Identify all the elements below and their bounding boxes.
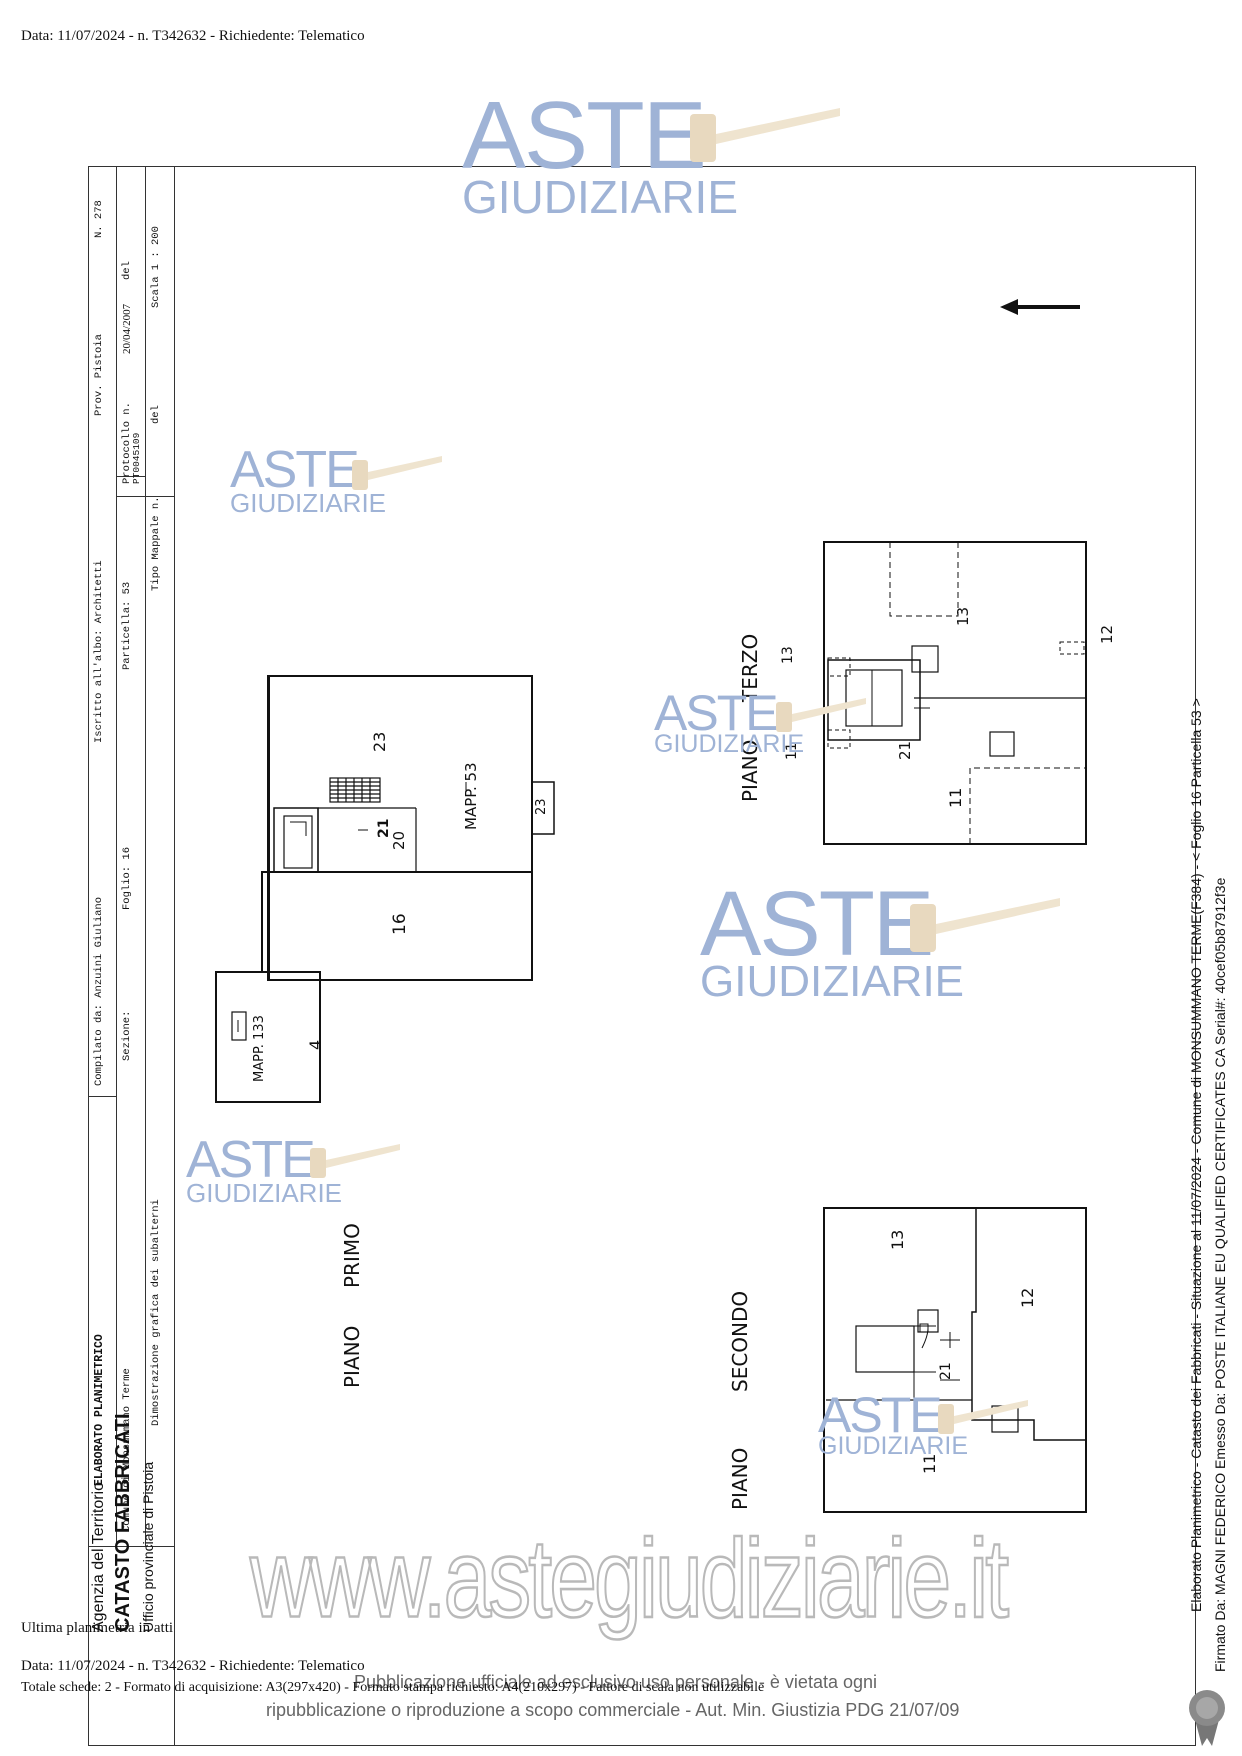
watermark-notice-1: Pubblicazione ufficiale ad esclusivo uso… — [354, 1672, 877, 1692]
primo-sub-20: 20 — [390, 830, 408, 850]
cartiglio-particella: Particella: 53 — [121, 581, 133, 670]
gavel-icon — [776, 698, 866, 732]
gavel-icon — [938, 1400, 1028, 1434]
gavel-icon — [310, 1144, 400, 1178]
cartiglio-title: ELABORATO PLANIMETRICO — [93, 1334, 106, 1486]
cartiglio-iscritto: Iscritto all'albo: Architetti — [93, 560, 105, 743]
agency-name: Agenzia del Territorio — [90, 1481, 107, 1632]
terzo-sub-12: 12 — [1098, 624, 1116, 644]
header-line: Data: 11/07/2024 - n. T342632 - Richiede… — [21, 28, 365, 44]
gavel-icon — [690, 108, 840, 162]
cartiglio-protocollo-val: PT0045109 — [131, 432, 142, 484]
gavel-icon — [910, 898, 1060, 952]
plan-piano-terzo — [823, 541, 1087, 845]
terzo-sub-21: 21 — [896, 740, 914, 760]
primo-label-primo: PRIMO — [340, 1223, 364, 1288]
primo-label-piano: PIANO — [340, 1325, 364, 1388]
footer-line1: Ultima planimetria in atti — [21, 1620, 174, 1636]
watermark-top: ASTE GIUDIZIARIE — [462, 82, 739, 223]
secondo-sub-12: 12 — [1018, 1287, 1037, 1308]
cartiglio: ELABORATO PLANIMETRICO Compilato da: Anz… — [88, 166, 175, 1746]
plan-piano-secondo — [823, 1207, 1087, 1513]
watermark-mid-left: ASTE GIUDIZIARIE — [230, 441, 387, 518]
cartiglio-numero: N. 278 — [93, 200, 105, 238]
agency-department: CATASTO FABBRICATI — [112, 1413, 134, 1632]
cartiglio-scala: Scala 1 : 200 — [150, 226, 162, 308]
watermark-notice-2: ripubblicazione o riproduzione a scopo c… — [266, 1700, 960, 1720]
cartiglio-dimostrazione: Dimostrazione grafica dei subalterni — [150, 1199, 162, 1426]
gavel-icon — [352, 456, 442, 490]
cartiglio-tipo-mappale: Tipo Mappale n. — [150, 496, 162, 591]
primo-sub-16: 16 — [390, 913, 410, 935]
primo-sub-23b: 23 — [534, 798, 549, 815]
primo-mapp133: MAPP. 133 — [252, 1015, 267, 1082]
watermark-secondo: ASTE GIUDIZIARIE — [818, 1387, 969, 1460]
plan-piano-primo — [215, 675, 555, 1103]
cartiglio-del2: del — [150, 405, 162, 424]
secondo-sub-13: 13 — [888, 1229, 907, 1250]
agency-office: Ufficio provinciale di Pistoia — [140, 1461, 156, 1632]
primo-sub-23: 23 — [370, 731, 389, 752]
secondo-label-secondo: SECONDO — [728, 1290, 752, 1392]
watermark-lower-left: ASTE GIUDIZIARIE — [186, 1131, 343, 1208]
seal-icon — [1189, 1690, 1225, 1746]
north-arrow-icon — [1000, 299, 1080, 315]
cartiglio-del: del — [121, 261, 133, 280]
primo-mapp53: MAPP. 53 — [462, 762, 480, 830]
watermark-url: www.astegiudiziarie.it — [249, 1515, 1010, 1642]
terzo-sub-13a: 13 — [780, 646, 796, 664]
secondo-label-piano: PIANO — [728, 1447, 752, 1510]
terzo-sub-13b: 13 — [954, 606, 972, 626]
cartiglio-protocollo-data: 20/04/2007 — [121, 303, 133, 354]
terzo-sub-11b: 11 — [946, 787, 965, 808]
cartiglio-prov: Prov. Pistoia — [93, 334, 105, 416]
right-side-line1: Elaborato Planimetrico - Catasto dei Fab… — [1188, 698, 1204, 1612]
footer-line2: Data: 11/07/2024 - n. T342632 - Richiede… — [21, 1658, 365, 1674]
primo-sub-4: 4 — [306, 1039, 325, 1050]
cartiglio-compilato: Compilato da: Anzuini Giuliano — [93, 896, 105, 1086]
watermark-center: ASTE GIUDIZIARIE — [700, 873, 965, 1006]
watermark-terzo: ASTE GIUDIZIARIE — [654, 685, 805, 758]
cartiglio-foglio: Foglio: 16 — [121, 846, 133, 910]
footer-line3: Totale schede: 2 - Formato di acquisizio… — [21, 1680, 765, 1695]
cartiglio-sezione: Sezione: — [121, 1010, 133, 1061]
right-side-line2: Firmato Da: MAGNI FEDERICO Emesso Da: PO… — [1212, 877, 1228, 1672]
secondo-sub-21: 21 — [938, 1362, 954, 1380]
